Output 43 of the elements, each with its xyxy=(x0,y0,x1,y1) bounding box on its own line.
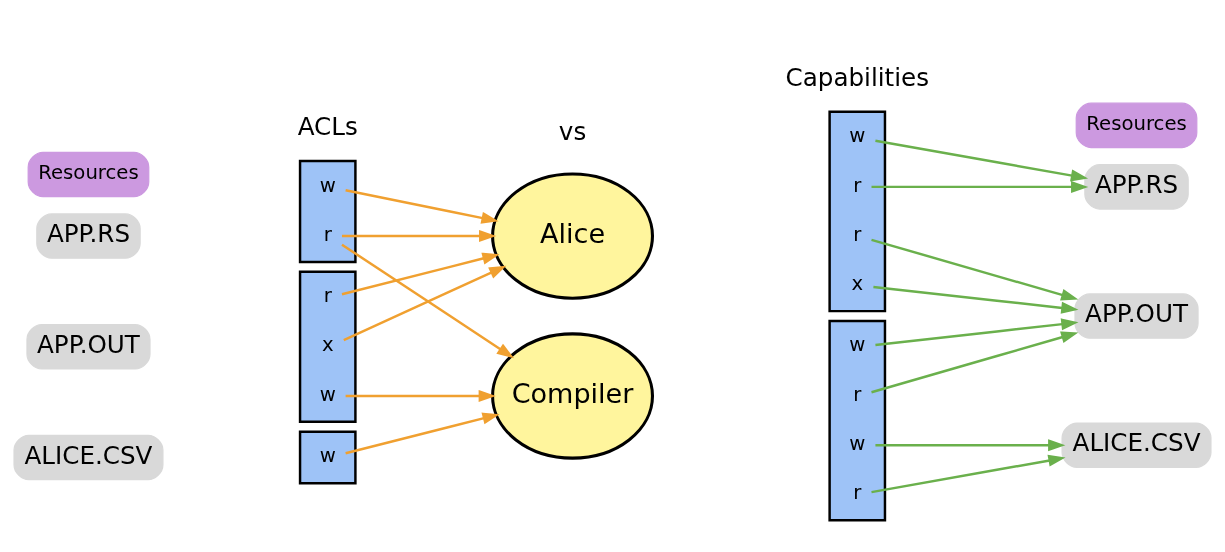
node-box: Resources xyxy=(27,151,150,197)
arrow xyxy=(875,317,1079,346)
arrow xyxy=(345,412,500,454)
label: ACLs xyxy=(297,111,358,141)
node-text: x xyxy=(321,332,334,356)
arrow xyxy=(345,389,496,402)
cluster xyxy=(298,159,357,263)
node-box: APP.OUT xyxy=(1074,292,1199,339)
node-text: r xyxy=(853,382,862,406)
node-box: ALICE.CSV xyxy=(1061,421,1212,468)
node-text: r xyxy=(323,283,332,307)
cluster xyxy=(828,319,887,521)
node-text: w xyxy=(849,123,866,147)
node-box: APP.RS xyxy=(1084,163,1189,210)
node-text: w xyxy=(319,443,336,467)
node-text: w xyxy=(319,173,336,197)
node-ellipse: Alice xyxy=(491,171,654,300)
node-text: x xyxy=(851,271,864,295)
arrow xyxy=(875,438,1066,451)
node-text: w xyxy=(319,382,336,406)
cluster xyxy=(828,110,887,312)
node-text: r xyxy=(323,222,332,246)
node-text: r xyxy=(853,480,862,504)
node-box: APP.RS xyxy=(36,212,141,259)
label: Capabilities xyxy=(785,62,930,92)
node-box: Resources xyxy=(1075,102,1198,148)
arrow xyxy=(341,252,500,295)
node-text: r xyxy=(853,173,862,197)
arrow xyxy=(875,138,1089,181)
node-text: w xyxy=(849,332,866,356)
node-box: ALICE.CSV xyxy=(13,434,164,480)
arrow xyxy=(873,285,1079,314)
node-text: r xyxy=(853,222,862,246)
cluster xyxy=(298,270,357,423)
arrow xyxy=(342,229,497,242)
node-ellipse: Compiler xyxy=(491,331,654,460)
cluster xyxy=(298,429,357,485)
arrow xyxy=(341,243,515,358)
node-box: APP.OUT xyxy=(26,323,151,370)
arrow xyxy=(871,180,1089,193)
label: vs xyxy=(558,116,587,146)
node-text: w xyxy=(849,431,866,455)
arrow xyxy=(871,454,1066,493)
